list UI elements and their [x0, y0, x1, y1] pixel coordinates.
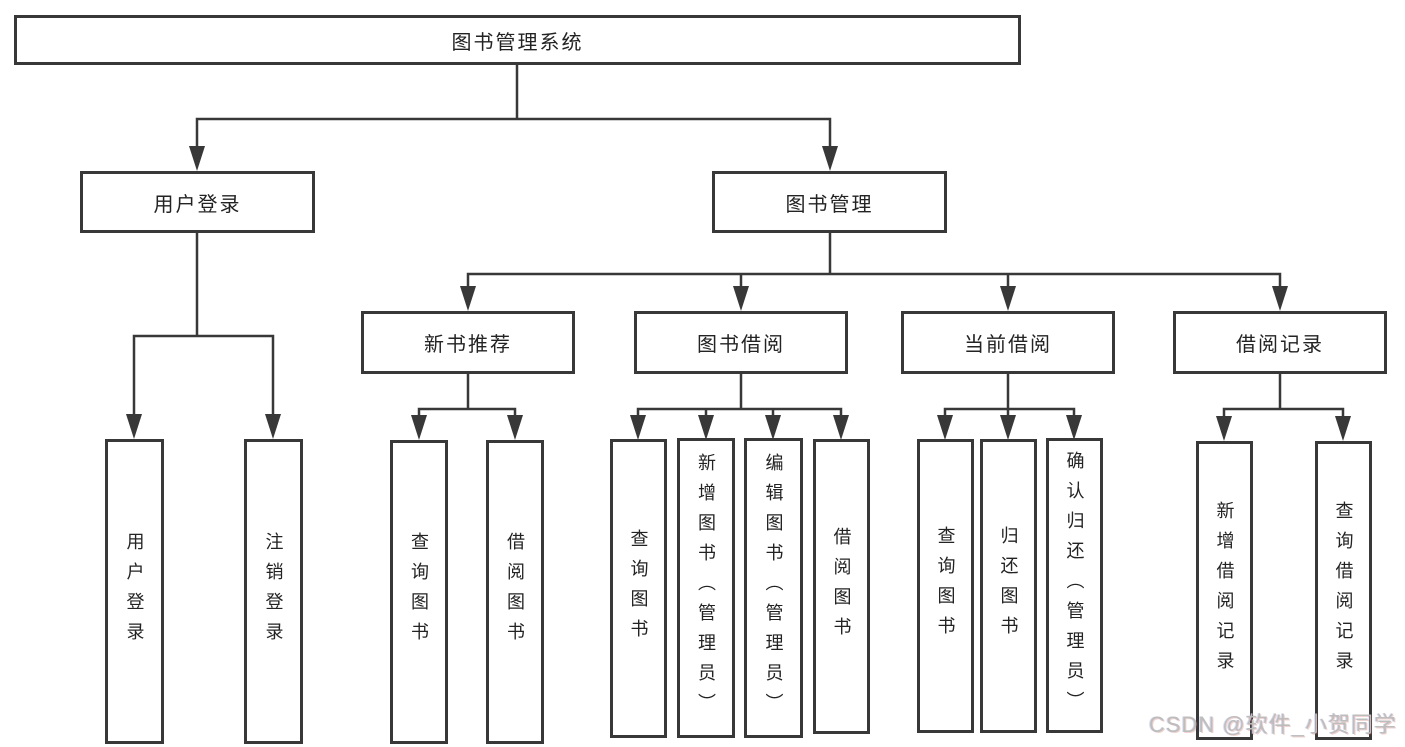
- arrowhead: [1000, 415, 1016, 440]
- arrowhead: [822, 146, 838, 171]
- node-label: 图书管理: [785, 193, 874, 216]
- arrowhead: [189, 146, 205, 171]
- node-label: 图书借阅: [697, 334, 785, 356]
- node-label: 归还图书: [998, 526, 1019, 646]
- csdn-watermark: CSDN @软件_小贺同学: [1148, 712, 1397, 737]
- arrowhead: [630, 415, 646, 440]
- leaf-add-borrow-record: 新增借阅记录: [1196, 441, 1253, 740]
- node-label: 新书推荐: [424, 334, 512, 356]
- leaf-add-book-admin: 新增图书（管理员）: [677, 438, 735, 738]
- arrowhead: [265, 414, 281, 439]
- node-user-login-branch: 用户登录: [80, 171, 315, 233]
- arrowhead: [1335, 416, 1351, 441]
- arrowhead: [126, 414, 142, 439]
- node-label: 查询借阅记录: [1333, 500, 1354, 681]
- node-label: 查询图书: [628, 528, 649, 649]
- arrowhead: [1066, 415, 1082, 440]
- node-label: 确认归还（管理员）: [1064, 450, 1085, 721]
- leaf-query-books-recommend: 查询图书: [390, 440, 448, 744]
- node-current-borrowing: 当前借阅: [901, 311, 1115, 374]
- node-new-book-recommend: 新书推荐: [361, 311, 575, 374]
- arrowhead: [411, 415, 427, 440]
- arrowhead: [765, 415, 781, 440]
- leaf-query-books-current: 查询图书: [917, 439, 974, 733]
- leaf-confirm-return-admin: 确认归还（管理员）: [1046, 438, 1103, 733]
- node-label: 借阅记录: [1236, 334, 1324, 356]
- arrowhead: [833, 415, 849, 440]
- arrowhead: [733, 286, 749, 311]
- node-book-management-branch: 图书管理: [712, 171, 947, 233]
- node-label: 用户登录: [124, 531, 145, 652]
- node-label: 查询图书: [409, 532, 429, 652]
- leaf-return-book: 归还图书: [980, 439, 1037, 733]
- node-label: 用户登录: [153, 193, 242, 216]
- arrowhead: [1000, 286, 1016, 311]
- arrowhead: [1216, 416, 1232, 441]
- node-label: 图书管理系统: [451, 31, 584, 54]
- leaf-query-books-borrow: 查询图书: [610, 439, 667, 738]
- node-label: 借阅图书: [831, 526, 852, 647]
- node-label: 查询图书: [935, 526, 956, 646]
- node-book-borrowing: 图书借阅: [634, 311, 848, 374]
- node-label: 新增图书（管理员）: [696, 453, 716, 723]
- leaf-edit-book-admin: 编辑图书（管理员）: [744, 438, 803, 738]
- node-borrowing-records: 借阅记录: [1173, 311, 1387, 374]
- arrowhead: [698, 415, 714, 440]
- node-library-management-system: 图书管理系统: [14, 15, 1021, 65]
- node-label: 借阅图书: [505, 532, 525, 652]
- node-label: 当前借阅: [964, 334, 1052, 356]
- node-label: 新增借阅记录: [1214, 500, 1235, 681]
- arrowhead: [1272, 286, 1288, 311]
- leaf-query-borrow-record: 查询借阅记录: [1315, 441, 1372, 740]
- arrowhead: [937, 415, 953, 440]
- arrowhead: [460, 286, 476, 311]
- leaf-logout: 注销登录: [244, 439, 303, 744]
- leaf-borrow-books: 借阅图书: [813, 439, 870, 734]
- node-label: 编辑图书（管理员）: [763, 453, 784, 723]
- leaf-borrow-books-recommend: 借阅图书: [486, 440, 544, 744]
- arrowhead: [507, 415, 523, 440]
- leaf-user-login: 用户登录: [105, 439, 164, 744]
- node-label: 注销登录: [263, 531, 284, 652]
